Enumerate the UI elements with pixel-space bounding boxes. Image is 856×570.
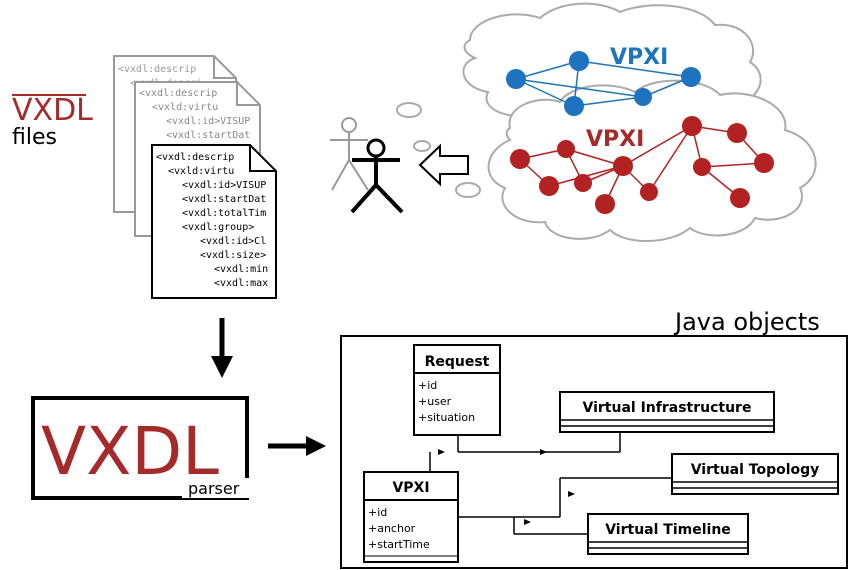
class-request-attr: +situation	[418, 411, 475, 424]
red-node	[682, 116, 702, 136]
class-request-attr: +user	[418, 395, 452, 408]
parser-logo-text: VXDL	[41, 413, 219, 490]
doc-middle-line: <vxdl:descrip	[139, 88, 217, 99]
red-node	[510, 149, 530, 169]
class-virtual-topology-name: Virtual Topology	[691, 462, 820, 478]
doc-middle-line: <vxld:virtu	[152, 102, 218, 113]
blue-node	[569, 51, 589, 71]
red-node	[693, 158, 711, 176]
red-node	[539, 176, 559, 196]
class-virtual-timeline-name: Virtual Timeline	[605, 522, 731, 538]
class-request-name: Request	[425, 354, 490, 370]
parser-sublabel: parser	[188, 479, 240, 498]
class-virtual-infrastructure-name: Virtual Infrastructure	[583, 400, 752, 416]
vxdl-parser-logo: VXDL parser	[31, 396, 252, 500]
doc-front-line: <vxdl:id>VISUP	[182, 180, 266, 191]
java-objects-title: Java objects	[673, 308, 820, 336]
document-front: <vxdl:descrip <vxld:virtu <vxdl:id>VISUP…	[151, 144, 277, 299]
blue-nodes	[506, 51, 701, 116]
uml-arrowheads	[438, 449, 575, 525]
class-request: Request +id +user +situation	[413, 344, 501, 436]
arrow-down	[211, 318, 233, 378]
class-request-attr: +id	[418, 379, 437, 392]
doc-front-line: <vxdl:totalTim	[182, 208, 266, 219]
doc-front-line: <vxdl:id>Cl	[200, 236, 266, 247]
arrow-right	[268, 436, 326, 456]
blue-node	[564, 96, 584, 116]
doc-front-line: <vxdl:size>	[200, 250, 266, 261]
class-virtual-timeline: Virtual Timeline	[587, 513, 749, 555]
cloud-red-label: VPXI	[586, 127, 644, 152]
user-figure	[350, 138, 404, 214]
doc-middle-line: <vxdl:id>VISUP	[166, 116, 250, 127]
doc-front-line: <vxdl:max	[214, 278, 268, 289]
red-nodes	[510, 116, 774, 214]
red-node	[754, 153, 774, 173]
uml-connectors	[429, 432, 672, 535]
user-figure-shadow	[330, 117, 369, 191]
files-label: files	[12, 125, 57, 150]
doc-front-line: <vxdl:startDat	[182, 194, 266, 205]
blue-node	[634, 88, 652, 106]
red-node	[557, 140, 575, 158]
class-virtual-topology: Virtual Topology	[671, 453, 839, 495]
class-vpxi: VPXI +id +anchor +startTime	[363, 471, 459, 563]
class-virtual-infrastructure: Virtual Infrastructure	[559, 391, 775, 433]
doc-front-line: <vxdl:min	[214, 264, 268, 275]
vxdl-logo-text: VXDL	[12, 93, 93, 128]
hollow-arrow-left	[418, 143, 469, 187]
xml-document-stack: <vxdl:descrip <vxdl:descri <vxdl:descrip…	[113, 55, 277, 299]
doc-front-line: <vxld:virtu	[168, 166, 234, 177]
blue-node	[506, 69, 526, 89]
red-node	[574, 174, 592, 192]
red-node	[727, 123, 747, 143]
class-vpxi-attr: +startTime	[368, 538, 430, 551]
red-node	[595, 194, 615, 214]
blue-node	[681, 67, 701, 87]
doc-middle-line: <vxdl:startDat	[166, 130, 250, 141]
doc-front-line: <vxdl:descrip	[156, 152, 234, 163]
red-node	[613, 156, 633, 176]
cloud-blue-label: VPXI	[610, 45, 668, 70]
red-node	[730, 188, 750, 208]
class-vpxi-name: VPXI	[392, 480, 429, 496]
doc-back-line: <vxdl:descrip	[118, 64, 196, 75]
vxdl-files-logo: VXDL files	[12, 93, 93, 150]
red-node	[640, 183, 658, 201]
doc-front-line: <vxdl:group>	[182, 222, 254, 233]
class-vpxi-attr: +id	[368, 506, 387, 519]
thought-bubbles	[396, 102, 481, 198]
class-vpxi-attr: +anchor	[368, 522, 416, 535]
